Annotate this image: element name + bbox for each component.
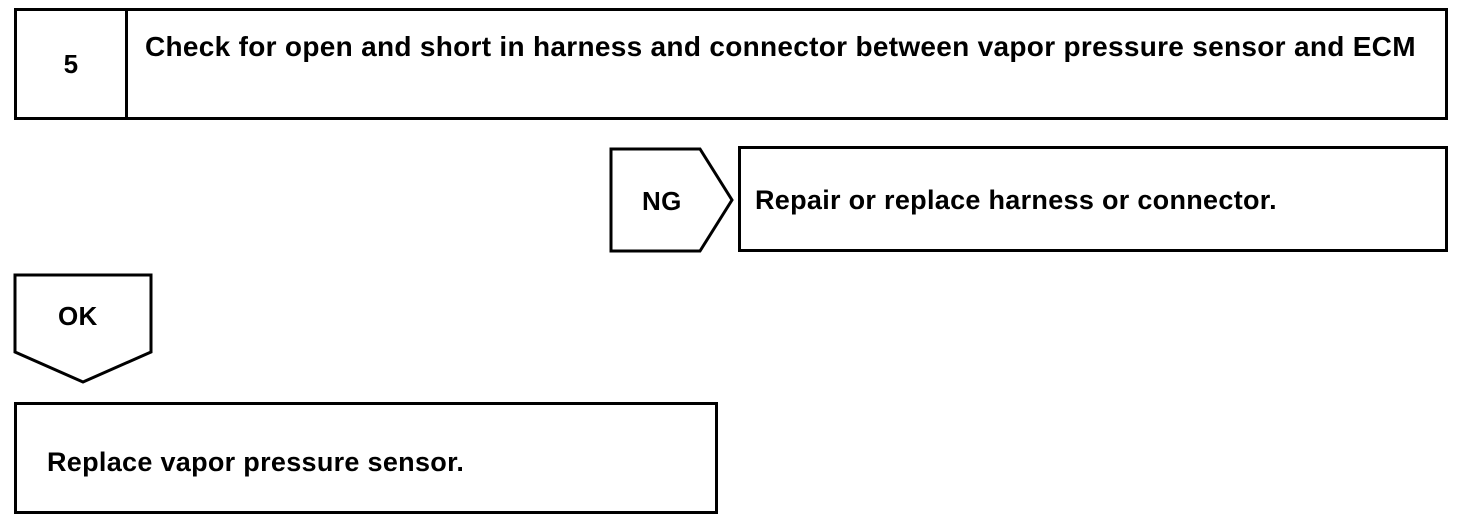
ok-result-text: Replace vapor pressure sensor. xyxy=(47,447,465,477)
ok-result-box: Replace vapor pressure sensor. xyxy=(14,402,718,514)
ng-result-text: Repair or replace harness or connector. xyxy=(755,185,1277,215)
step-number: 5 xyxy=(17,11,128,117)
step-title: Check for open and short in harness and … xyxy=(145,31,1416,62)
ok-arrow-icon xyxy=(13,273,153,384)
step-box: 5 Check for open and short in harness an… xyxy=(14,8,1448,120)
ok-label: OK xyxy=(58,301,98,331)
ng-result-box: Repair or replace harness or connector. xyxy=(738,146,1448,252)
ng-arrow-icon xyxy=(609,147,734,253)
ng-label: NG xyxy=(642,186,682,216)
